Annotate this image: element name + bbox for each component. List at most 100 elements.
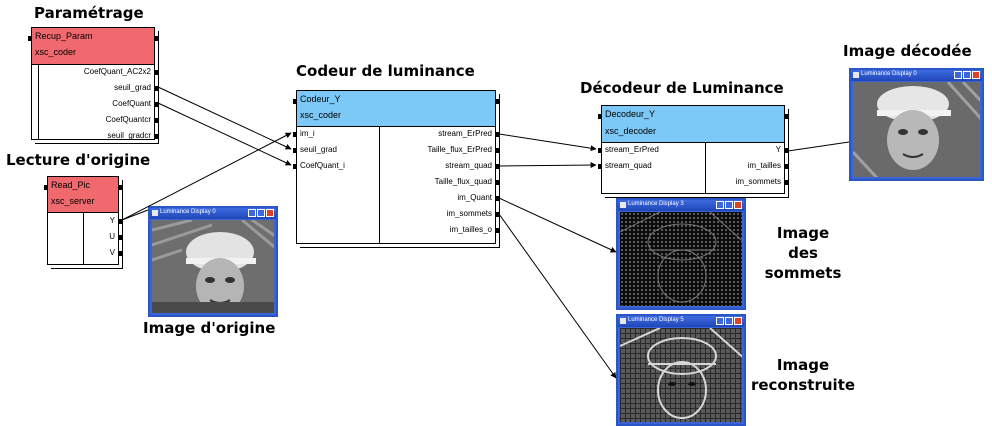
block-decodeur-y[interactable]: Decodeur_Y xsc_decoder stream_ErPred str… (598, 105, 788, 194)
port-out-stream-erpred: stream_ErPred (438, 129, 492, 138)
pin[interactable] (598, 164, 601, 169)
minimize-icon[interactable] (954, 71, 962, 79)
block-type: xsc_decoder (605, 126, 657, 136)
pin[interactable] (293, 148, 296, 153)
window-titlebar[interactable]: Luminance Display 3 (618, 200, 744, 211)
pin[interactable] (155, 36, 158, 41)
close-icon[interactable] (734, 317, 742, 325)
port-out-taille-flux-erpred: Taille_flux_ErPred (427, 145, 492, 154)
port-out-taille-flux-quad: Taille_flux_quad (434, 177, 492, 186)
pin[interactable] (496, 180, 499, 185)
pin[interactable] (155, 134, 158, 139)
port-out-im-sommets: im_sommets (735, 177, 781, 186)
title-lecture-origine: Lecture d'origine (6, 151, 151, 169)
title-image-reconstruite: Image reconstruite (750, 356, 856, 394)
pin[interactable] (496, 228, 499, 233)
pin[interactable] (293, 164, 296, 169)
block-read-pic[interactable]: Read_Pic xsc_server Y U V (44, 176, 122, 265)
window-image-sommets[interactable]: Luminance Display 3 (616, 198, 746, 310)
pin[interactable] (155, 118, 158, 123)
block-divider (38, 65, 39, 139)
block-codeur-y[interactable]: Codeur_Y xsc_coder im_i seuil_grad CoefQ… (293, 90, 499, 244)
pin[interactable] (496, 164, 499, 169)
pin[interactable] (496, 99, 499, 104)
maximize-icon[interactable] (257, 209, 265, 217)
wire-y-to-im-i[interactable] (121, 132, 292, 221)
image-origine-photo (152, 220, 274, 313)
block-divider (705, 143, 706, 193)
pin[interactable] (155, 70, 158, 75)
pin[interactable] (119, 251, 122, 256)
pin[interactable] (119, 185, 122, 190)
block-name: Codeur_Y (300, 94, 341, 104)
wire-im-sommets[interactable] (498, 197, 617, 253)
wire-y-to-display[interactable] (121, 209, 149, 221)
window-app-icon (620, 202, 626, 208)
maximize-icon[interactable] (725, 317, 733, 325)
close-icon[interactable] (266, 209, 274, 217)
port-out-seuil-grad: seuil_grad (114, 83, 151, 92)
pin[interactable] (28, 36, 31, 41)
port-out-seuil-gradcr: seuil_gradcr (107, 131, 151, 140)
window-titlebar[interactable]: Luminance Display 5 (618, 316, 744, 327)
pin[interactable] (119, 219, 122, 224)
pin[interactable] (155, 102, 158, 107)
port-out-y: Y (775, 145, 781, 154)
block-name: Read_Pic (51, 180, 91, 190)
wire-coefquant[interactable] (157, 102, 292, 166)
port-out-coefquant: CoefQuant (112, 99, 151, 108)
port-out-v: V (109, 248, 115, 257)
port-in-stream-erpred: stream_ErPred (605, 145, 659, 154)
pin[interactable] (293, 99, 296, 104)
pin[interactable] (496, 148, 499, 153)
pin[interactable] (598, 148, 601, 153)
image-reconstruite-pattern (620, 328, 742, 422)
wire-stream-quad[interactable] (498, 162, 597, 169)
port-out-im-sommets: im_sommets (446, 209, 492, 218)
wire-seuil-grad[interactable] (157, 86, 292, 150)
minimize-icon[interactable] (248, 209, 256, 217)
window-titlebar[interactable]: Luminance Display 0 (150, 208, 276, 219)
window-image-origine[interactable]: Luminance Display 0 (148, 206, 278, 317)
pin[interactable] (785, 180, 788, 185)
title-parametrage: Paramétrage (34, 4, 144, 22)
pin[interactable] (598, 114, 601, 119)
window-app-icon (853, 72, 859, 78)
block-name: Decodeur_Y (605, 109, 656, 119)
port-out-im-quant: im_Quant (457, 193, 492, 202)
pin[interactable] (785, 114, 788, 119)
pin[interactable] (155, 86, 158, 91)
window-titlebar[interactable]: Luminance Display 0 (851, 70, 982, 81)
block-divider (379, 127, 380, 243)
block-recup-param[interactable]: Recup_Param xsc_coder CoefQuant_AC2x2 se… (28, 27, 158, 140)
pin[interactable] (293, 132, 296, 137)
pin[interactable] (496, 212, 499, 217)
port-out-im-tailles-o: im_tailles_o (449, 225, 492, 234)
title-decodeur-luminance: Décodeur de Luminance (580, 79, 784, 97)
title-image-sommets: Image des sommets (764, 224, 842, 282)
wire-im-quant[interactable] (498, 213, 617, 379)
block-header: Codeur_Y xsc_coder (297, 91, 495, 127)
maximize-icon[interactable] (963, 71, 971, 79)
close-icon[interactable] (972, 71, 980, 79)
close-icon[interactable] (734, 201, 742, 209)
minimize-icon[interactable] (716, 317, 724, 325)
wire-y-to-decodee[interactable] (787, 141, 850, 152)
pin[interactable] (119, 235, 122, 240)
window-image-reconstruite[interactable]: Luminance Display 5 (616, 314, 746, 426)
port-out-u: U (109, 232, 115, 241)
pin[interactable] (496, 132, 499, 137)
title-codeur-luminance: Codeur de luminance (296, 62, 475, 80)
block-header: Read_Pic xsc_server (48, 177, 118, 213)
block-type: xsc_coder (300, 110, 342, 120)
maximize-icon[interactable] (725, 201, 733, 209)
block-divider (83, 213, 84, 264)
window-image-decodee[interactable]: Luminance Display 0 (849, 68, 984, 181)
pin[interactable] (44, 185, 47, 190)
pin[interactable] (785, 148, 788, 153)
pin[interactable] (496, 196, 499, 201)
image-sommets-pattern (620, 212, 742, 306)
minimize-icon[interactable] (716, 201, 724, 209)
pin[interactable] (785, 164, 788, 169)
wire-stream-erpred[interactable] (498, 133, 597, 152)
